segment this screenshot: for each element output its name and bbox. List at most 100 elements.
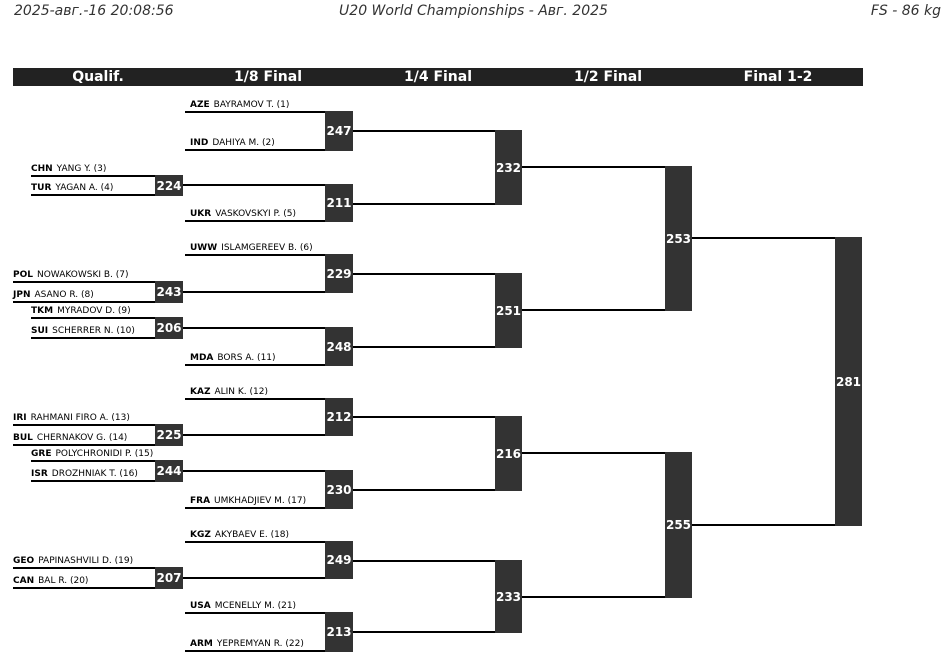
athlete-name: BAYRAMOV T. (1) (213, 100, 290, 110)
athlete-name: YANG Y. (3) (56, 164, 107, 174)
athlete-name: YEPREMYAN R. (22) (216, 639, 304, 649)
bout-number: 253 (665, 166, 692, 311)
athlete-name: ISLAMGEREEV B. (6) (221, 243, 313, 253)
noc-code: TKM (31, 306, 54, 316)
bracket-line (353, 273, 495, 275)
bout-number: 206 (155, 317, 183, 339)
round-label-1-4-final: 1/4 Final (403, 69, 473, 85)
weight-category: FS - 86 kg (870, 3, 941, 19)
bout-number: 229 (325, 254, 353, 293)
noc-code: FRA (190, 496, 211, 506)
noc-code: CAN (13, 576, 35, 586)
bout-number: 233 (495, 560, 522, 633)
athlete-name: MYRADOV D. (9) (57, 306, 131, 316)
bout-number: 243 (155, 281, 183, 303)
bracket-line (522, 166, 665, 168)
bracket-line (692, 237, 835, 239)
bracket-line (13, 587, 155, 589)
event-title: U20 World Championships - Авг. 2025 (339, 3, 608, 19)
noc-code: JPN (13, 290, 31, 300)
bout-number: 213 (325, 612, 353, 652)
athlete-name: SCHERRER N. (10) (52, 326, 135, 336)
noc-code: IRI (13, 413, 27, 423)
bracket-line (185, 254, 325, 256)
round-label-qualif: Qualif. (72, 69, 124, 85)
bracket-line (183, 291, 325, 293)
noc-code: BUL (13, 433, 33, 443)
bracket-line (183, 470, 325, 472)
bracket-line (353, 560, 495, 562)
bracket-line (31, 317, 155, 319)
bracket-line (353, 203, 495, 205)
round-label-1-8-final: 1/8 Final (233, 69, 303, 85)
noc-code: SUI (31, 326, 49, 336)
noc-code: UKR (190, 209, 212, 219)
bracket-line (353, 489, 495, 491)
bout-number: 247 (325, 111, 353, 151)
athlete-name: YAGAN A. (4) (55, 183, 114, 193)
athlete-name: RAHMANI FIRO A. (13) (30, 413, 130, 423)
athlete-name: NOWAKOWSKI B. (7) (36, 270, 129, 280)
round-label-1-2-final: 1/2 Final (573, 69, 643, 85)
athlete-name: VASKOVSKYI P. (5) (215, 209, 296, 219)
bout-number: 211 (325, 184, 353, 222)
round-header-bar: Qualif. 1/8 Final 1/4 Final 1/2 Final Fi… (13, 68, 863, 86)
bout-number: 249 (325, 541, 353, 579)
noc-code: ISR (31, 469, 48, 479)
bout-number: 212 (325, 398, 353, 436)
bracket-line (185, 111, 325, 113)
athlete-name: AKYBAEV E. (18) (214, 530, 290, 540)
noc-code: KGZ (190, 530, 211, 540)
bout-number: 251 (495, 273, 522, 348)
bracket-line (183, 577, 325, 579)
bout-number: 281 (835, 237, 862, 526)
noc-code: KAZ (190, 387, 211, 397)
bout-number: 224 (155, 175, 183, 196)
bracket-line (522, 596, 665, 598)
bracket-line (13, 301, 155, 303)
bout-number: 244 (155, 460, 183, 482)
bout-number: 255 (665, 452, 692, 598)
athlete-name: DAHIYA M. (2) (212, 138, 275, 148)
bracket-line (185, 364, 325, 366)
bracket-line (183, 327, 325, 329)
athlete-name: UMKHADJIEV M. (17) (214, 496, 307, 506)
bout-number: 232 (495, 130, 522, 205)
athlete-name: POLYCHRONIDI P. (15) (55, 449, 154, 459)
noc-code: POL (13, 270, 33, 280)
bout-number: 207 (155, 567, 183, 589)
noc-code: GEO (13, 556, 35, 566)
athlete-name: ALIN K. (12) (214, 387, 268, 397)
athlete-name: MCENELLY M. (21) (214, 601, 297, 611)
bracket-line (13, 281, 155, 283)
bracket-line (183, 434, 325, 436)
bracket-line (692, 524, 835, 526)
athlete-name: DROZHNIAK T. (16) (51, 469, 138, 479)
bracket-line (522, 452, 665, 454)
athlete-name: BAL R. (20) (38, 576, 89, 586)
bracket-line (31, 460, 155, 462)
noc-code: AZE (190, 100, 210, 110)
bracket-line (185, 398, 325, 400)
noc-code: ARM (190, 639, 213, 649)
print-timestamp: 2025-авг.-16 20:08:56 (14, 3, 174, 19)
bracket-line (13, 444, 155, 446)
noc-code: UWW (190, 243, 218, 253)
bracket-line (185, 220, 325, 222)
